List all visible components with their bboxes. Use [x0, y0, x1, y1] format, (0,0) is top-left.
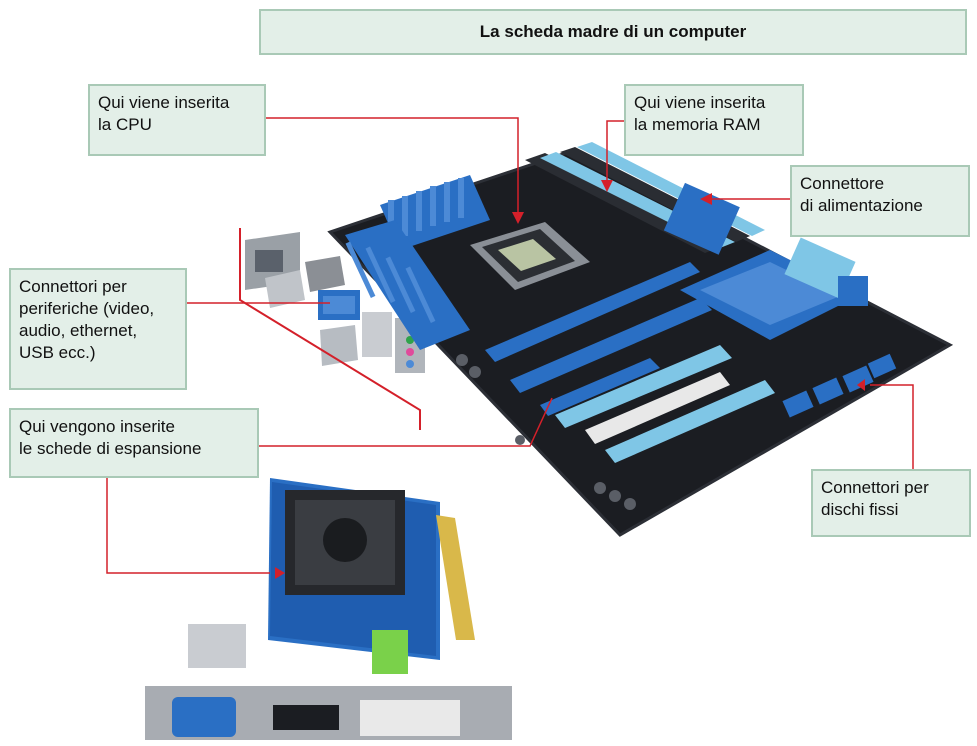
- capacitors: [456, 354, 636, 510]
- label-ram-line-2: la memoria RAM: [634, 115, 761, 134]
- label-cpu-line-1: Qui viene inserita: [98, 93, 230, 112]
- label-ram-line-1: Qui viene inserita: [634, 93, 766, 112]
- leader-lines: [106, 117, 914, 574]
- label-power-line-2: di alimentazione: [800, 196, 923, 215]
- sata-connectors: [782, 353, 897, 418]
- label-disks-line-1: Connettori per: [821, 478, 929, 497]
- vrm-heatsink-top: [380, 175, 490, 250]
- leader-line-ram: [606, 120, 626, 186]
- rear-io-panel: [245, 232, 425, 373]
- diagram-title: La scheda madre di un computer: [259, 9, 967, 55]
- label-peripherals-line-2: periferiche (video,: [19, 299, 155, 318]
- label-cpu: Qui viene inserita la CPU: [88, 84, 266, 156]
- label-power: Connettore di alimentazione: [790, 165, 970, 237]
- label-peripherals-line-4: USB ecc.): [19, 343, 96, 362]
- label-expansion: Qui vengono inserite le schede di espans…: [9, 408, 259, 478]
- motherboard: [245, 142, 954, 537]
- label-power-line-1: Connettore: [800, 174, 885, 193]
- graphics-card: [145, 478, 512, 740]
- chipset-heatsink: [680, 237, 868, 340]
- vrm-heatsink-left: [345, 220, 470, 350]
- peripheral-bracket-frame: [239, 228, 421, 430]
- label-expansion-line-1: Qui vengono inserite: [19, 417, 175, 436]
- atx-power-connector: [663, 182, 740, 255]
- label-peripherals-line-3: audio, ethernet,: [19, 321, 138, 340]
- label-peripherals: Connettori per periferiche (video, audio…: [9, 268, 187, 390]
- expansion-slots: [485, 262, 775, 463]
- label-expansion-line-2: le schede di espansione: [19, 439, 202, 458]
- leader-line-expansion-card: [106, 476, 270, 574]
- label-cpu-line-2: la CPU: [98, 115, 152, 134]
- leader-line-cpu: [265, 117, 519, 218]
- leader-line-disks: [870, 384, 914, 471]
- label-peripherals-line-1: Connettori per: [19, 277, 127, 296]
- cpu-socket: [470, 222, 590, 290]
- label-disks-line-2: dischi fissi: [821, 500, 899, 519]
- label-ram: Qui viene inserita la memoria RAM: [624, 84, 804, 156]
- leader-arrowheads: [275, 180, 865, 579]
- label-disks: Connettori per dischi fissi: [811, 469, 971, 537]
- leader-line-expansion: [259, 397, 553, 447]
